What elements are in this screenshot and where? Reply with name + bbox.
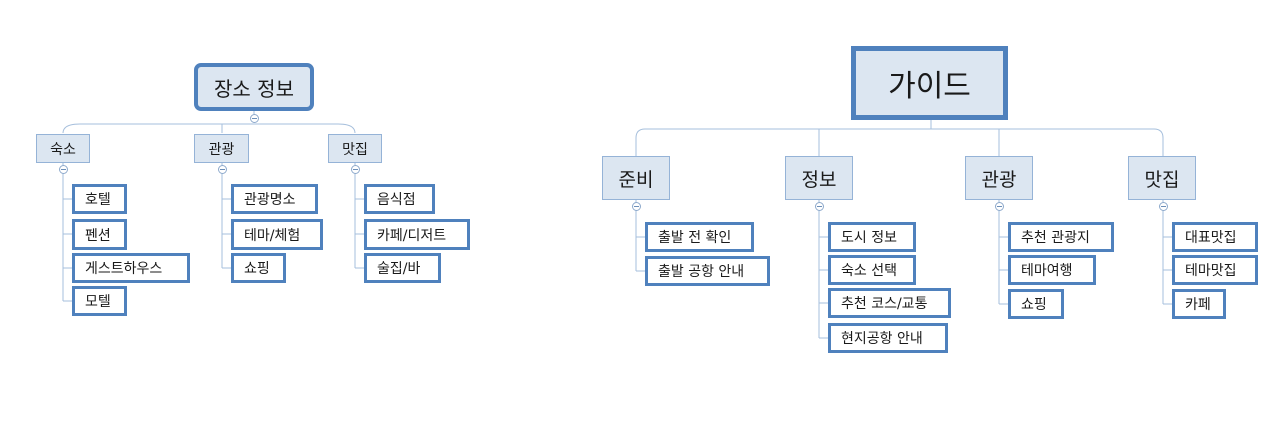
leaf-node[interactable]: 출발 전 확인 — [645, 222, 754, 252]
leaf-node[interactable]: 게스트하우스 — [72, 253, 190, 283]
leaf-node[interactable]: 쇼핑 — [1008, 289, 1064, 319]
root-node-guide[interactable]: 가이드 — [851, 46, 1008, 120]
collapse-icon[interactable] — [995, 202, 1004, 211]
leaf-node[interactable]: 현지공항 안내 — [828, 323, 948, 353]
leaf-node[interactable]: 테마여행 — [1008, 255, 1096, 285]
category-node-restaurants[interactable]: 맛집 — [1128, 156, 1196, 200]
root-node-place-info[interactable]: 장소 정보 — [194, 63, 314, 111]
leaf-node[interactable]: 숙소 선택 — [828, 255, 916, 285]
category-node-sightseeing[interactable]: 관광 — [194, 134, 249, 163]
leaf-node[interactable]: 테마맛집 — [1172, 255, 1258, 285]
leaf-node[interactable]: 대표맛집 — [1172, 222, 1258, 252]
leaf-node[interactable]: 추천 코스/교통 — [828, 288, 951, 318]
category-node-preparation[interactable]: 준비 — [602, 156, 670, 200]
collapse-icon[interactable] — [632, 202, 641, 211]
leaf-node[interactable]: 추천 관광지 — [1008, 222, 1114, 252]
collapse-icon[interactable] — [250, 114, 259, 123]
leaf-node[interactable]: 술집/바 — [364, 253, 441, 283]
leaf-node[interactable]: 카페 — [1172, 289, 1226, 319]
leaf-node[interactable]: 호텔 — [72, 184, 127, 214]
category-node-information[interactable]: 정보 — [785, 156, 853, 200]
collapse-icon[interactable] — [351, 165, 360, 174]
category-node-restaurants[interactable]: 맛집 — [328, 134, 382, 163]
category-node-sightseeing[interactable]: 관광 — [965, 156, 1033, 200]
category-node-lodging[interactable]: 숙소 — [36, 134, 90, 163]
leaf-node[interactable]: 테마/체험 — [231, 219, 323, 250]
leaf-node[interactable]: 음식점 — [364, 184, 435, 214]
leaf-node[interactable]: 쇼핑 — [231, 253, 286, 283]
leaf-node[interactable]: 모텔 — [72, 286, 127, 316]
leaf-node[interactable]: 출발 공항 안내 — [645, 256, 770, 286]
collapse-icon[interactable] — [815, 202, 824, 211]
collapse-icon[interactable] — [59, 165, 68, 174]
leaf-node[interactable]: 카페/디저트 — [364, 219, 470, 250]
leaf-node[interactable]: 관광명소 — [231, 184, 318, 214]
leaf-node[interactable]: 도시 정보 — [828, 222, 916, 252]
collapse-icon[interactable] — [218, 165, 227, 174]
leaf-node[interactable]: 펜션 — [72, 219, 127, 250]
collapse-icon[interactable] — [1159, 202, 1168, 211]
